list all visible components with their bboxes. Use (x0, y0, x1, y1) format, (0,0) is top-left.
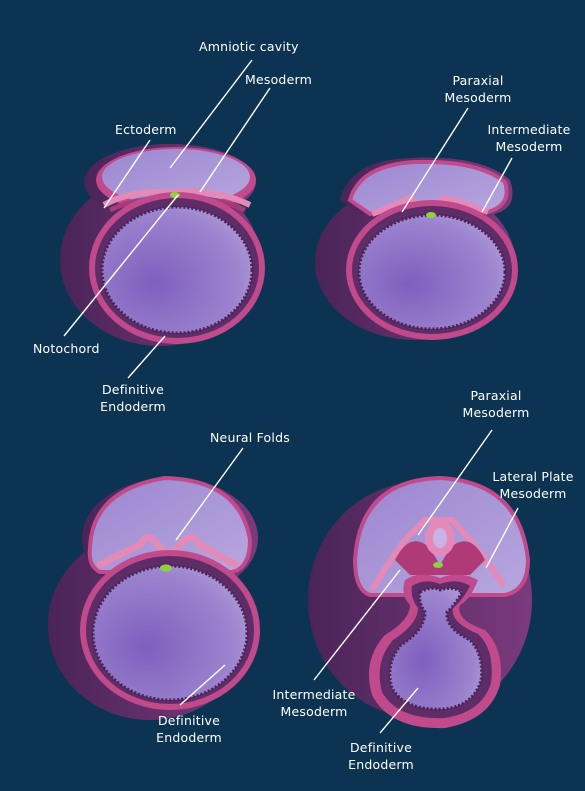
leader-paraxial-mesoderm-1 (401, 107, 469, 213)
label-amniotic-cavity: Amniotic cavity (199, 39, 299, 54)
label-line-2: Mesoderm (495, 139, 563, 154)
label-line-1: Intermediate (272, 687, 356, 702)
label-paraxial-mesoderm-2: Paraxial Mesoderm (463, 387, 530, 421)
label-line-2: Endoderm (100, 399, 166, 414)
leader-lateral-plate-mesoderm (485, 507, 519, 569)
leader-notochord (63, 194, 179, 337)
embryo-3-notochord (160, 564, 172, 572)
label-line-2: Endoderm (156, 730, 222, 745)
embryo-stage-2 (315, 157, 518, 340)
label-line-2: Mesoderm (499, 486, 567, 501)
label-line-1: Lateral Plate (492, 469, 574, 484)
embryo-4-neural-canal (433, 528, 447, 548)
label-line-2: Endoderm (348, 757, 414, 772)
leader-definitive-endoderm-4 (379, 687, 419, 734)
label-line-1: Paraxial (470, 388, 522, 403)
label-line-2: Mesoderm (462, 405, 530, 420)
label-line-2: Mesoderm (280, 704, 348, 719)
embryo-stage-1 (60, 144, 265, 346)
leader-lines (63, 59, 519, 734)
leader-paraxial-mesoderm-2 (417, 429, 493, 536)
leader-ectoderm (103, 139, 151, 209)
embryo-4-mesoderm (395, 541, 485, 575)
label-definitive-endoderm-1: Definitive Endoderm (100, 381, 166, 415)
embryo-4-ectoderm-layer (369, 517, 507, 592)
embryo-2-yolk-sac (357, 213, 507, 331)
label-line-1: Definitive (101, 382, 165, 397)
leader-neural-folds (175, 447, 244, 541)
label-line-1: Paraxial (452, 73, 504, 88)
label-paraxial-mesoderm-1: Paraxial Mesoderm (445, 72, 512, 106)
label-notochord: Notochord (33, 341, 100, 356)
label-line-1: Intermediate (487, 122, 571, 137)
leader-intermediate-mesoderm-1 (481, 157, 513, 213)
leader-definitive-endoderm-3 (179, 664, 226, 706)
label-definitive-endoderm-4: Definitive Endoderm (348, 739, 414, 773)
embryo-stage-4 (308, 475, 532, 729)
label-lateral-plate-mesoderm: Lateral Plate Mesoderm (492, 468, 573, 502)
label-line-2: Mesoderm (444, 90, 512, 105)
embryo-3-yolk-sac (91, 564, 249, 702)
label-definitive-endoderm-3: Definitive Endoderm (156, 712, 222, 746)
leader-intermediate-mesoderm-2 (313, 569, 401, 681)
embryo-1-notochord (170, 192, 180, 198)
label-intermediate-mesoderm-1: Intermediate Mesoderm (487, 121, 570, 155)
label-line-1: Definitive (349, 740, 413, 755)
label-mesoderm: Mesoderm (245, 72, 312, 87)
embryo-4-yolk-sac (388, 586, 483, 711)
embryo-stage-3 (48, 475, 260, 720)
leader-amniotic-cavity (169, 59, 253, 169)
embryo-2-notochord (426, 212, 436, 218)
leader-definitive-endoderm-1 (127, 335, 166, 379)
embryo-4-notochord (433, 562, 443, 568)
label-neural-folds: Neural Folds (210, 430, 290, 445)
label-line-1: Definitive (157, 713, 221, 728)
label-ectoderm: Ectoderm (115, 122, 177, 137)
leader-mesoderm (199, 87, 271, 193)
label-intermediate-mesoderm-2: Intermediate Mesoderm (272, 686, 355, 720)
embryo-1-ectoderm-layer (102, 188, 252, 208)
embryo-1-yolk-sac (100, 205, 254, 335)
